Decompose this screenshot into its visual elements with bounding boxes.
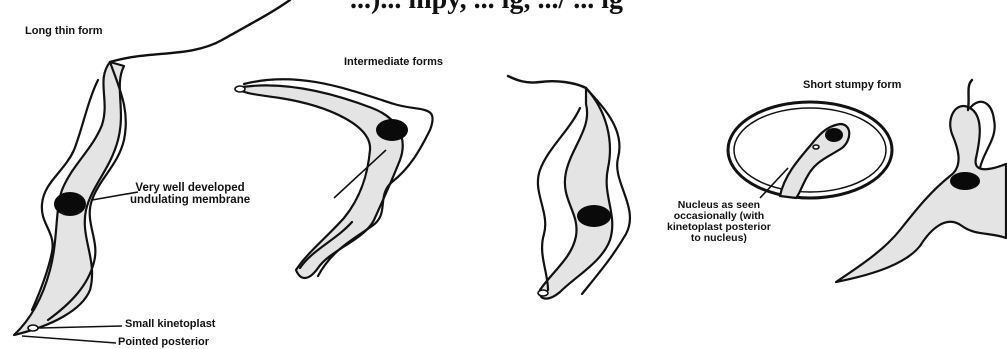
label-undulating-membrane: Very well developed undulating membrane [130,182,250,206]
inset-kinetoplast [813,145,819,149]
long-thin-form [14,0,290,343]
long-thin-nucleus [54,192,86,216]
inset-nucleus [825,128,843,142]
intermediate-form-2 [508,76,630,299]
label-nucleus-note: Nucleus as seen occasionally (with kinet… [667,200,771,244]
intermediate-form-1 [92,79,433,278]
nucleus-inset [728,102,892,198]
label-long-thin-form: Long thin form [25,26,103,38]
nucleus-note-line-4: to nucleus) [667,233,771,244]
long-thin-kinetoplast [28,325,38,331]
long-thin-free-flagellum [110,0,290,62]
label-short-stumpy-form: Short stumpy form [803,80,901,92]
intermediate-2-kinetoplast [538,290,548,296]
posterior-pointer [22,336,116,343]
intermediate-1-kinetoplast [235,86,245,92]
kinetoplast-pointer [40,326,122,328]
label-small-kinetoplast: Small kinetoplast [125,319,215,331]
intermediate-2-body [540,88,613,299]
label-pointed-posterior: Pointed posterior [118,337,209,349]
stumpy-nucleus [950,172,980,190]
membrane-line-1: Very well developed [130,182,250,194]
intermediate-2-nucleus [577,205,611,227]
label-intermediate-forms: Intermediate forms [344,57,443,69]
intermediate-2-free-flagellum [508,76,586,88]
membrane-line-2: undulating membrane [130,194,250,206]
intermediate-1-nucleus [376,119,408,141]
